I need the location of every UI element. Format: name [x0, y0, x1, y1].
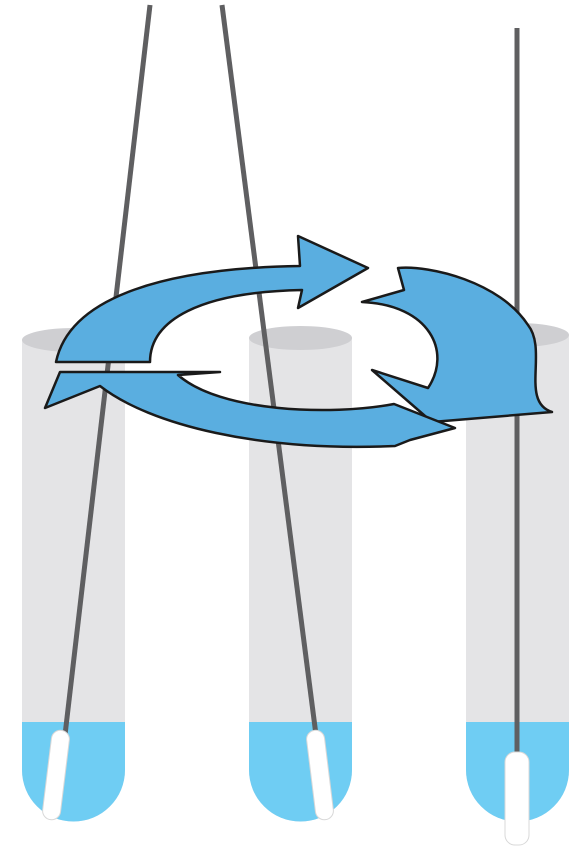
curved-arrow-bottom-icon	[43, 370, 457, 449]
curved-arrow-top-icon	[54, 234, 370, 364]
tube-3	[466, 28, 569, 846]
tube-2-rim	[249, 326, 352, 350]
tube-1-liquid	[22, 722, 125, 822]
rotation-arrows	[43, 234, 554, 449]
tube-2	[219, 4, 352, 822]
curved-arrow-right-icon	[360, 266, 554, 424]
tube-2-body	[249, 338, 352, 822]
tube-3-swab	[504, 751, 530, 846]
tube-2-rod	[219, 4, 319, 736]
tube-1-rod	[62, 4, 153, 736]
tube-1	[22, 4, 153, 822]
tube-2-liquid	[249, 722, 352, 822]
tube-2-swab	[306, 729, 334, 821]
tube-1-swab	[42, 729, 70, 821]
